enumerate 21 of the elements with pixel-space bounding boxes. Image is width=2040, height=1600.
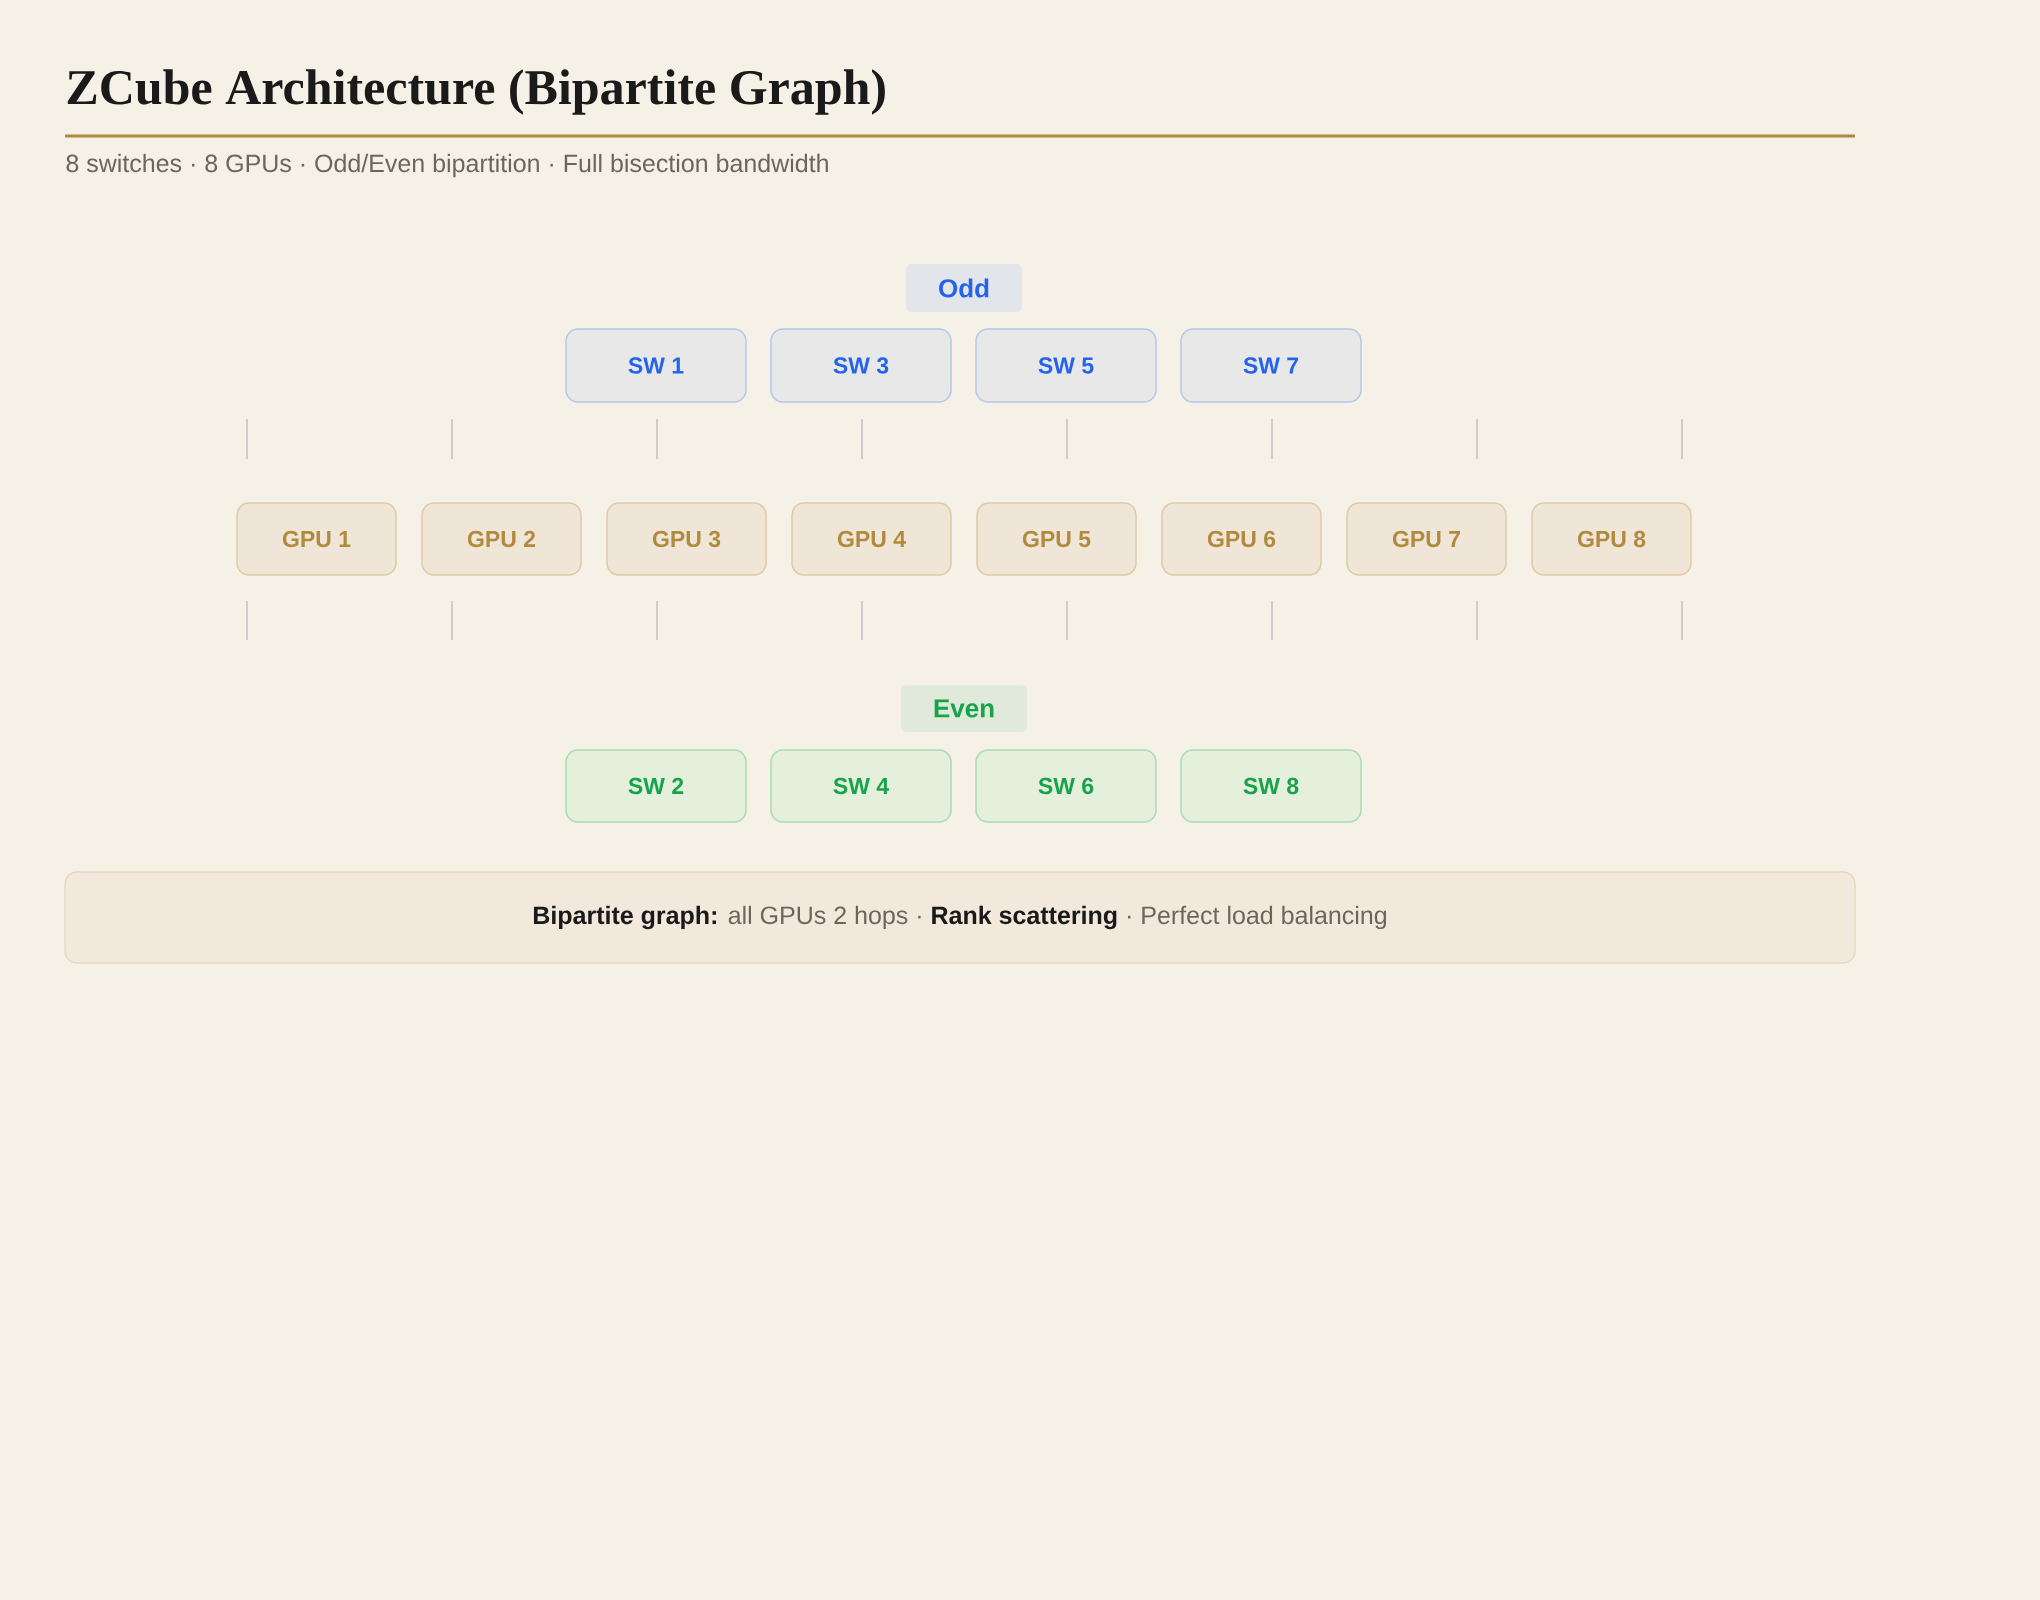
gpu-box: GPU 2 xyxy=(421,502,582,576)
switch-box: SW 4 xyxy=(770,749,952,823)
title: ZCube Architecture (Bipartite Graph) xyxy=(67,69,885,115)
gpu-box: GPU 7 xyxy=(1346,502,1507,576)
note-box: Bipartite graph: all GPUs 2 hops · Rank scattering · Perfect load balancing xyxy=(64,871,1856,964)
gpu-box: GPU 6 xyxy=(1161,502,1322,576)
switch-box: SW 7 xyxy=(1180,328,1362,403)
switch-box: SW 8 xyxy=(1180,749,1362,823)
group-label: Even xyxy=(900,685,1028,732)
gpu-box: GPU 1 xyxy=(236,502,397,576)
switch-box: SW 5 xyxy=(975,328,1157,403)
group-label: Odd xyxy=(906,264,1022,312)
gpu-box: GPU 3 xyxy=(606,502,767,576)
gpu-box: GPU 5 xyxy=(976,502,1137,576)
gpu-box: GPU 4 xyxy=(791,502,952,576)
switch-box: SW 1 xyxy=(565,328,747,403)
switch-box: SW 6 xyxy=(975,749,1157,823)
gpu-box: GPU 8 xyxy=(1531,502,1692,576)
switch-box: SW 3 xyxy=(770,328,952,403)
subtitle: 8 switches · 8 GPUs · Odd/Even bipartition · Full bisection bandwidth xyxy=(66,153,828,178)
switch-box: SW 2 xyxy=(565,749,747,823)
